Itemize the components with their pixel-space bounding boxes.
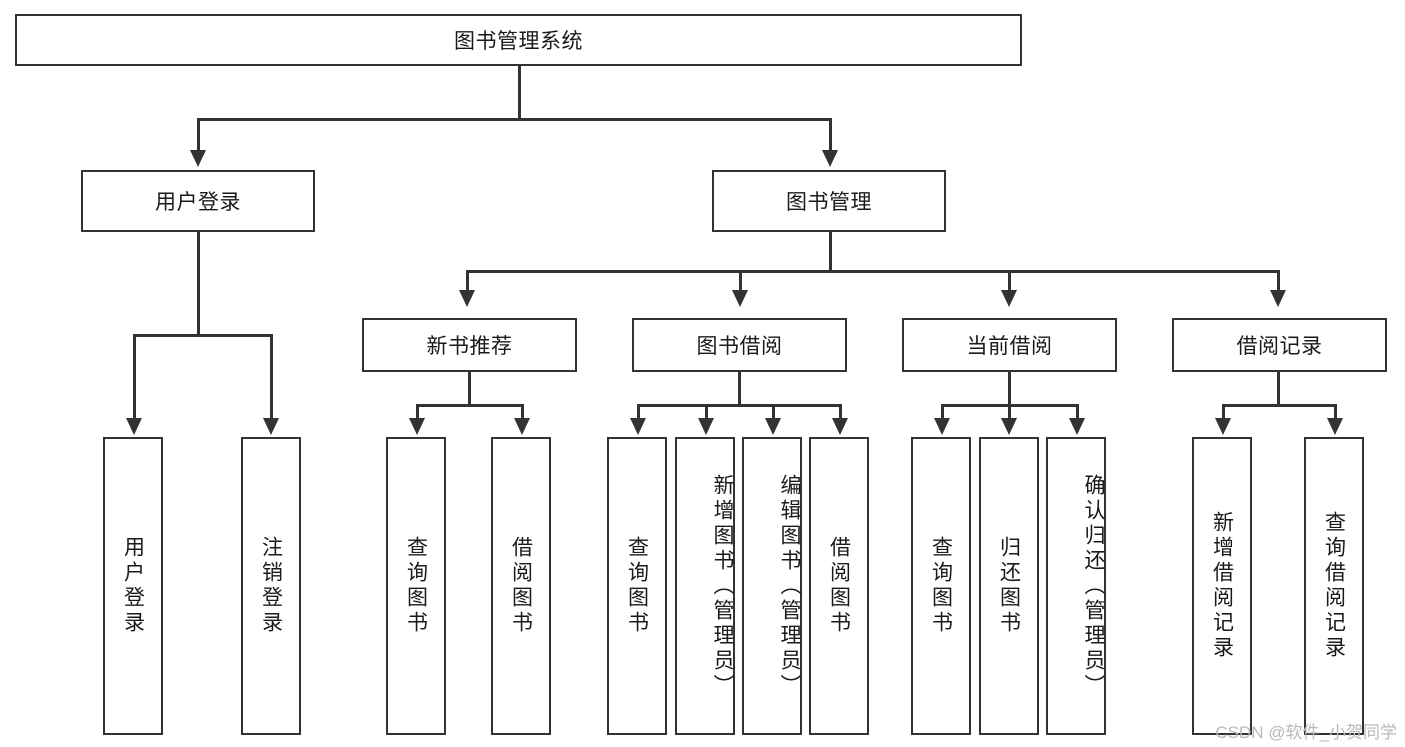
edge-bm-to-new-book — [466, 270, 469, 292]
node-book-borrow[interactable]: 图书借阅 — [632, 318, 847, 372]
node-book-management[interactable]: 图书管理 — [712, 170, 946, 232]
edge-new-book-bus — [416, 404, 524, 407]
edge-current-borrow-leaf-3 — [1076, 404, 1079, 420]
leaf-label: 确认归还（管理员） — [1082, 473, 1105, 699]
edge-root-to-user-login — [197, 118, 200, 152]
edge-book-borrow-stem — [738, 372, 741, 406]
arrow-down-icon-bm-current-borrow — [1001, 290, 1017, 307]
edge-new-book-leaf-2 — [521, 404, 524, 420]
leaf-user-login-login[interactable]: 用户登录 — [103, 437, 163, 735]
leaf-label: 借阅图书 — [509, 536, 533, 636]
arrow-down-icon-current-borrow-leaf-2 — [1001, 418, 1017, 435]
leaf-new-book-query-books[interactable]: 查询图书 — [386, 437, 446, 735]
leaf-label: 归还图书 — [997, 536, 1021, 636]
edge-user-login-to-leaf-2 — [270, 334, 273, 420]
edge-borrow-record-bus — [1222, 404, 1336, 407]
edge-book-management-stem — [829, 232, 832, 272]
leaf-label: 新增借阅记录 — [1210, 511, 1234, 661]
edge-root-bus — [197, 118, 831, 121]
leaf-label: 编辑图书（管理员） — [778, 473, 801, 699]
leaf-user-login-logout[interactable]: 注销登录 — [241, 437, 301, 735]
edge-book-borrow-leaf-3 — [772, 404, 775, 420]
leaf-current-borrow-query-books[interactable]: 查询图书 — [911, 437, 971, 735]
node-user-login[interactable]: 用户登录 — [81, 170, 315, 232]
edge-current-borrow-stem — [1008, 372, 1011, 406]
arrow-down-icon-book-borrow-leaf-2 — [698, 418, 714, 435]
arrow-down-icon-book-borrow-leaf-4 — [832, 418, 848, 435]
leaf-label: 查询图书 — [929, 536, 953, 636]
arrow-down-icon-book-borrow-leaf-1 — [630, 418, 646, 435]
edge-bm-to-borrow-record — [1277, 270, 1280, 292]
leaf-label: 用户登录 — [121, 536, 145, 636]
leaf-current-borrow-return-books[interactable]: 归还图书 — [979, 437, 1039, 735]
edge-new-book-leaf-1 — [416, 404, 419, 420]
arrow-down-icon-borrow-record-leaf-1 — [1215, 418, 1231, 435]
edge-current-borrow-leaf-2 — [1008, 404, 1011, 420]
arrow-down-icon-root-to-user-login — [190, 150, 206, 167]
edge-borrow-record-leaf-2 — [1334, 404, 1337, 420]
edge-book-management-bus — [466, 270, 1279, 273]
edge-user-login-stem — [197, 232, 200, 336]
edge-book-borrow-leaf-2 — [705, 404, 708, 420]
leaf-book-borrow-add-book-admin[interactable]: 新增图书（管理员） — [675, 437, 735, 735]
arrow-down-icon-borrow-record-leaf-2 — [1327, 418, 1343, 435]
edge-user-login-bus — [133, 334, 272, 337]
edge-bm-to-current-borrow — [1008, 270, 1011, 292]
arrow-down-icon-new-book-leaf-2 — [514, 418, 530, 435]
edge-new-book-stem — [468, 372, 471, 406]
leaf-book-borrow-edit-book-admin[interactable]: 编辑图书（管理员） — [742, 437, 802, 735]
arrow-down-icon-book-borrow-leaf-3 — [765, 418, 781, 435]
node-root-book-management-system[interactable]: 图书管理系统 — [15, 14, 1022, 66]
arrow-down-icon-current-borrow-leaf-1 — [934, 418, 950, 435]
node-new-book-recommend[interactable]: 新书推荐 — [362, 318, 577, 372]
edge-root-stem — [518, 66, 521, 120]
edge-book-borrow-leaf-4 — [839, 404, 842, 420]
leaf-book-borrow-query-books[interactable]: 查询图书 — [607, 437, 667, 735]
arrow-down-icon-current-borrow-leaf-3 — [1069, 418, 1085, 435]
arrow-down-icon-user-login-leaf-1 — [126, 418, 142, 435]
arrow-down-icon-user-login-leaf-2 — [263, 418, 279, 435]
leaf-label: 注销登录 — [259, 536, 283, 636]
leaf-book-borrow-borrow-books[interactable]: 借阅图书 — [809, 437, 869, 735]
leaf-borrow-record-query-record[interactable]: 查询借阅记录 — [1304, 437, 1364, 735]
arrow-down-icon-bm-new-book — [459, 290, 475, 307]
arrow-down-icon-new-book-leaf-1 — [409, 418, 425, 435]
leaf-label: 借阅图书 — [827, 536, 851, 636]
leaf-label: 查询图书 — [404, 536, 428, 636]
arrow-down-icon-bm-borrow-record — [1270, 290, 1286, 307]
edge-bm-to-book-borrow — [739, 270, 742, 292]
arrow-down-icon-root-to-book-management — [822, 150, 838, 167]
edge-borrow-record-stem — [1277, 372, 1280, 406]
edge-book-borrow-leaf-1 — [637, 404, 640, 420]
leaf-label: 新增图书（管理员） — [711, 473, 734, 699]
leaf-borrow-record-add-record[interactable]: 新增借阅记录 — [1192, 437, 1252, 735]
edge-current-borrow-leaf-1 — [941, 404, 944, 420]
node-current-borrow[interactable]: 当前借阅 — [902, 318, 1117, 372]
edge-user-login-to-leaf-1 — [133, 334, 136, 420]
leaf-label: 查询借阅记录 — [1322, 511, 1346, 661]
arrow-down-icon-bm-book-borrow — [732, 290, 748, 307]
leaf-new-book-borrow-books[interactable]: 借阅图书 — [491, 437, 551, 735]
edge-book-borrow-bus — [637, 404, 841, 407]
edge-borrow-record-leaf-1 — [1222, 404, 1225, 420]
leaf-label: 查询图书 — [625, 536, 649, 636]
node-borrow-record[interactable]: 借阅记录 — [1172, 318, 1387, 372]
leaf-current-borrow-confirm-return-admin[interactable]: 确认归还（管理员） — [1046, 437, 1106, 735]
edge-root-to-book-management — [829, 118, 832, 152]
